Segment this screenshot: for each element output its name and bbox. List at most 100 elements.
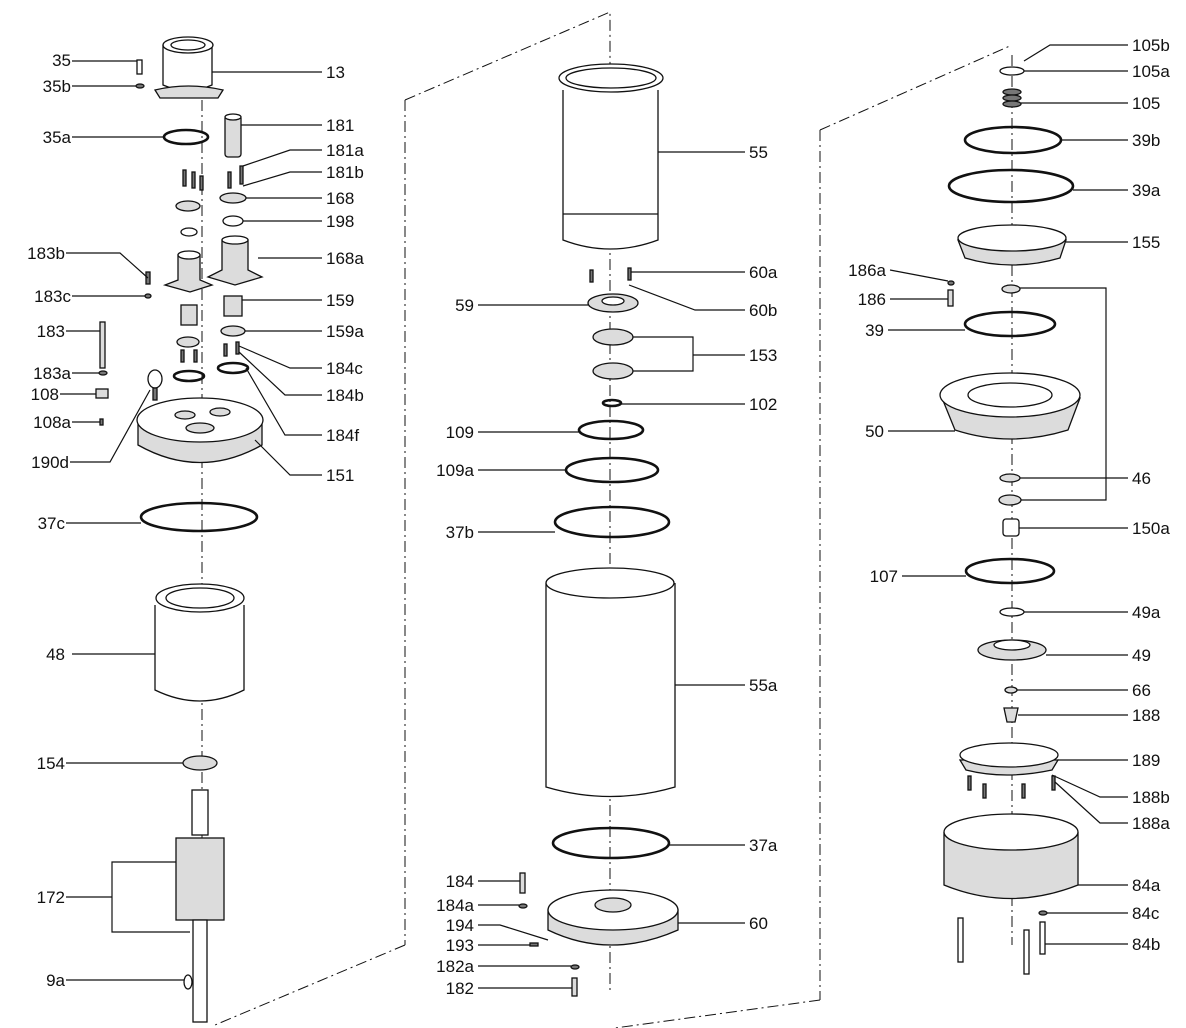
part-154-bearing [182, 755, 218, 771]
leader-lines [60, 44, 1128, 989]
callout-13: 13 [326, 63, 345, 82]
part-184f-oring [172, 369, 206, 383]
callout-184c: 184c [326, 359, 363, 378]
part-35-screw [135, 59, 145, 89]
part-184c-screws [180, 341, 240, 363]
part-107-oring [964, 557, 1056, 585]
part-37c-oring [139, 501, 259, 533]
callout-159: 159 [326, 291, 354, 310]
callout-155: 155 [1132, 233, 1160, 252]
part-183a-washer [98, 370, 108, 376]
part-109a-oring [564, 456, 660, 484]
part-109-oring [577, 419, 645, 441]
part-168-seal-left [175, 200, 201, 212]
part-193-screw [529, 942, 539, 947]
part-184f-oring-right [216, 361, 250, 375]
callout-109: 109 [446, 423, 474, 442]
part-159-bushing [180, 295, 243, 326]
callout-108: 108 [31, 385, 59, 404]
part-168-seal [219, 192, 247, 204]
callout-105b: 105b [1132, 36, 1170, 55]
callout-50: 50 [865, 422, 884, 441]
part-60-end-cover [547, 889, 679, 946]
part-46-seal-upper [1001, 284, 1021, 294]
part-188a-screws [967, 775, 1056, 799]
part-190d-eyebolt [147, 369, 163, 401]
callout-39: 39 [865, 321, 884, 340]
part-48-stator [154, 583, 245, 702]
callout-154: 154 [37, 754, 65, 773]
callout-37a: 37a [749, 836, 778, 855]
part-198-ring [222, 215, 244, 227]
callout-150a: 150a [1132, 519, 1170, 538]
part-50-pump-housing [939, 372, 1081, 440]
part-186-screw [947, 280, 955, 307]
callout-190d: 190d [31, 453, 69, 472]
callout-35: 35 [52, 51, 71, 70]
callout-108a: 108a [33, 413, 71, 432]
callout-159a: 159a [326, 322, 364, 341]
callout-182a: 182a [436, 957, 474, 976]
callout-39a: 39a [1132, 181, 1161, 200]
part-153-bearing-upper [592, 328, 634, 346]
part-105a-washer [999, 66, 1025, 76]
callout-188b: 188b [1132, 788, 1170, 807]
part-188-cap [1003, 707, 1019, 723]
callout-168a: 168a [326, 249, 364, 268]
callout-151: 151 [326, 466, 354, 485]
part-35a-oring [162, 128, 210, 146]
part-153-bearing-lower [592, 362, 634, 380]
part-108-nut [95, 388, 109, 399]
callout-182: 182 [446, 979, 474, 998]
callout-184: 184 [446, 872, 474, 891]
callout-105: 105 [1132, 94, 1160, 113]
callout-186: 186 [858, 290, 886, 309]
part-9a-key [183, 974, 193, 990]
callout-183: 183 [37, 322, 65, 341]
callout-107: 107 [870, 567, 898, 586]
callout-66: 66 [1132, 681, 1151, 700]
callout-9a: 9a [46, 971, 65, 990]
callout-55: 55 [749, 143, 768, 162]
callout-60b: 60b [749, 301, 777, 320]
callout-186a: 186a [848, 261, 886, 280]
part-66-nut [1004, 686, 1018, 694]
callout-39b: 39b [1132, 131, 1160, 150]
part-13-top-coupling [153, 36, 225, 99]
callout-37c: 37c [38, 514, 66, 533]
part-49-impeller [977, 639, 1047, 661]
part-46-seal-bottom [998, 494, 1022, 506]
part-102-circlip [601, 398, 623, 408]
callout-37b: 37b [446, 523, 474, 542]
callout-59: 59 [455, 296, 474, 315]
part-155-cover [957, 224, 1067, 266]
callout-84c: 84c [1132, 904, 1160, 923]
callout-105a: 105a [1132, 62, 1170, 81]
callout-184b: 184b [326, 386, 364, 405]
part-189-strainer-ring [958, 742, 1060, 776]
callout-183c: 183c [34, 287, 71, 306]
callout-84b: 84b [1132, 935, 1160, 954]
callout-198: 198 [326, 212, 354, 231]
callout-183a: 183a [33, 364, 71, 383]
part-151-motor-head [136, 397, 264, 464]
callout-181a: 181a [326, 141, 364, 160]
part-46-seal-lower [999, 473, 1021, 483]
part-84b-bolts [957, 917, 1046, 975]
callout-193: 193 [446, 936, 474, 955]
part-55a-casing [545, 567, 676, 798]
callout-60: 60 [749, 914, 768, 933]
callout-109a: 109a [436, 461, 474, 480]
callout-184f: 184f [326, 426, 359, 445]
part-39b-oring [963, 125, 1063, 155]
part-84a-strainer [943, 813, 1079, 900]
callout-84a: 84a [1132, 876, 1161, 895]
callout-172: 172 [37, 888, 65, 907]
part-84c-washer [1038, 910, 1048, 916]
callout-49a: 49a [1132, 603, 1161, 622]
part-150a-sleeve [1002, 518, 1020, 537]
callout-181b: 181b [326, 163, 364, 182]
part-182a-washer [570, 964, 580, 970]
part-55-motor-casing [558, 63, 664, 250]
